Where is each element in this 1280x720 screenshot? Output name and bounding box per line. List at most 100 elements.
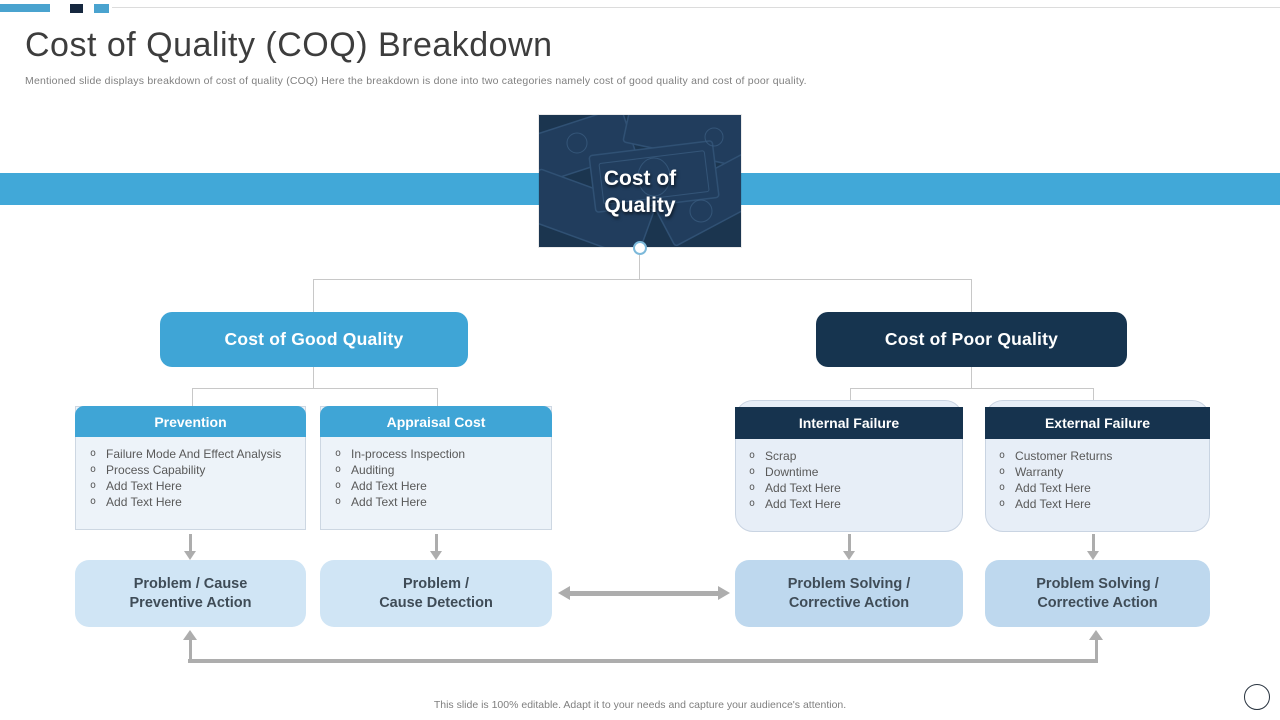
list-item-text: Failure Mode And Effect Analysis (106, 447, 282, 461)
bullet-icon: o (90, 448, 97, 459)
connector-line (313, 279, 314, 312)
branch-poor-quality[interactable]: Cost of Poor Quality (816, 312, 1127, 367)
list-item-text: Warranty (1015, 465, 1064, 479)
list-item-text: Add Text Here (106, 495, 182, 509)
page-title: Cost of Quality (COQ) Breakdown (25, 26, 553, 64)
bullet-icon: o (999, 482, 1006, 493)
action-box-corrective-action-external[interactable]: Problem Solving / Corrective Action (985, 560, 1210, 627)
connector-line (192, 388, 437, 389)
bullet-icon: o (999, 498, 1006, 509)
bullet-icon: o (749, 482, 756, 493)
branch-poor-quality-label: Cost of Poor Quality (884, 329, 1059, 349)
footer-circle-decoration (1244, 684, 1270, 710)
bullet-icon: o (90, 496, 97, 507)
list-item-text: Scrap (765, 449, 797, 463)
list-item: o Add Text Here (999, 480, 1201, 496)
bullet-icon: o (335, 464, 342, 475)
list-item: o Downtime (749, 464, 954, 480)
branch-good-quality-label: Cost of Good Quality (224, 329, 404, 349)
connector-dot (633, 241, 647, 255)
list-item-text: Add Text Here (351, 479, 427, 493)
list-item: o Process Capability (90, 462, 297, 478)
category-header-appraisal-cost: Appraisal Cost (320, 406, 552, 437)
action-label-line2: Preventive Action (129, 594, 252, 611)
action-box-cause-detection[interactable]: Problem / Cause Detection (320, 560, 552, 627)
action-label-line2: Corrective Action (1037, 594, 1158, 611)
list-item: o Add Text Here (749, 496, 954, 512)
list-item-text: Add Text Here (765, 497, 841, 511)
bullet-icon: o (335, 496, 342, 507)
list-item: o Scrap (749, 448, 954, 464)
action-label-line1: Problem Solving / (1036, 575, 1159, 592)
bullet-icon: o (90, 480, 97, 491)
root-node-cost-of-quality[interactable]: Cost of Quality (539, 115, 741, 247)
list-item: o Add Text Here (335, 494, 543, 510)
list-item: o Add Text Here (999, 496, 1201, 512)
category-header-external-failure: External Failure (985, 407, 1210, 439)
category-card-prevention[interactable]: Prevention o Failure Mode And Effect Anal… (75, 406, 306, 530)
list-item: o Add Text Here (335, 478, 543, 494)
list-item-text: In-process Inspection (351, 447, 466, 461)
connector-line (971, 279, 972, 312)
list-item-text: Downtime (765, 465, 819, 479)
list-item: o Add Text Here (749, 480, 954, 496)
list-item: o Auditing (335, 462, 543, 478)
top-accent-bar (0, 4, 50, 12)
list-item: o Add Text Here (90, 494, 297, 510)
list-item-text: Add Text Here (1015, 481, 1091, 495)
money-image (539, 115, 741, 247)
list-item-text: Add Text Here (1015, 497, 1091, 511)
connector-line (1093, 388, 1094, 402)
action-box-preventive-action[interactable]: Problem / Cause Preventive Action (75, 560, 306, 627)
root-node-label: Cost of Quality (603, 167, 677, 217)
down-arrow (183, 534, 197, 560)
down-arrow (1086, 534, 1100, 560)
list-item-text: Auditing (351, 463, 395, 477)
list-item-text: Add Text Here (765, 481, 841, 495)
bullet-icon: o (90, 464, 97, 475)
page-subtitle: Mentioned slide displays breakdown of co… (25, 75, 807, 87)
action-label-line1: Problem / (402, 575, 470, 592)
connector-line (313, 367, 314, 388)
list-item: o In-process Inspection (335, 446, 543, 462)
bullet-icon: o (999, 466, 1006, 477)
connector-line (639, 255, 640, 279)
action-box-corrective-action-internal[interactable]: Problem Solving / Corrective Action (735, 560, 963, 627)
list-item-text: Process Capability (106, 463, 206, 477)
connector-line (850, 388, 851, 402)
top-accent-square-blue (94, 4, 109, 13)
list-item-text: Add Text Here (106, 479, 182, 493)
bullet-icon: o (749, 466, 756, 477)
branch-good-quality[interactable]: Cost of Good Quality (160, 312, 468, 367)
action-label-line2: Cause Detection (379, 594, 493, 611)
list-item: o Warranty (999, 464, 1201, 480)
action-label-line1: Problem Solving / (787, 575, 911, 592)
bullet-icon: o (335, 480, 342, 491)
down-arrow (842, 534, 856, 560)
top-accent-square-navy (70, 4, 83, 13)
list-item: o Add Text Here (90, 478, 297, 494)
action-label-line2: Corrective Action (788, 594, 910, 611)
action-label-line1: Problem / Cause (133, 575, 248, 592)
list-item-text: Add Text Here (351, 495, 427, 509)
bullet-icon: o (749, 498, 756, 509)
connector-line (437, 388, 438, 406)
connector-line (850, 388, 1093, 389)
bullet-icon: o (335, 448, 342, 459)
top-divider-line (112, 7, 1280, 8)
connector-line (313, 279, 971, 280)
category-header-internal-failure: Internal Failure (735, 407, 963, 439)
bullet-icon: o (749, 450, 756, 461)
down-arrow (429, 534, 443, 560)
category-header-prevention: Prevention (75, 406, 306, 437)
list-item: o Failure Mode And Effect Analysis (90, 446, 297, 462)
